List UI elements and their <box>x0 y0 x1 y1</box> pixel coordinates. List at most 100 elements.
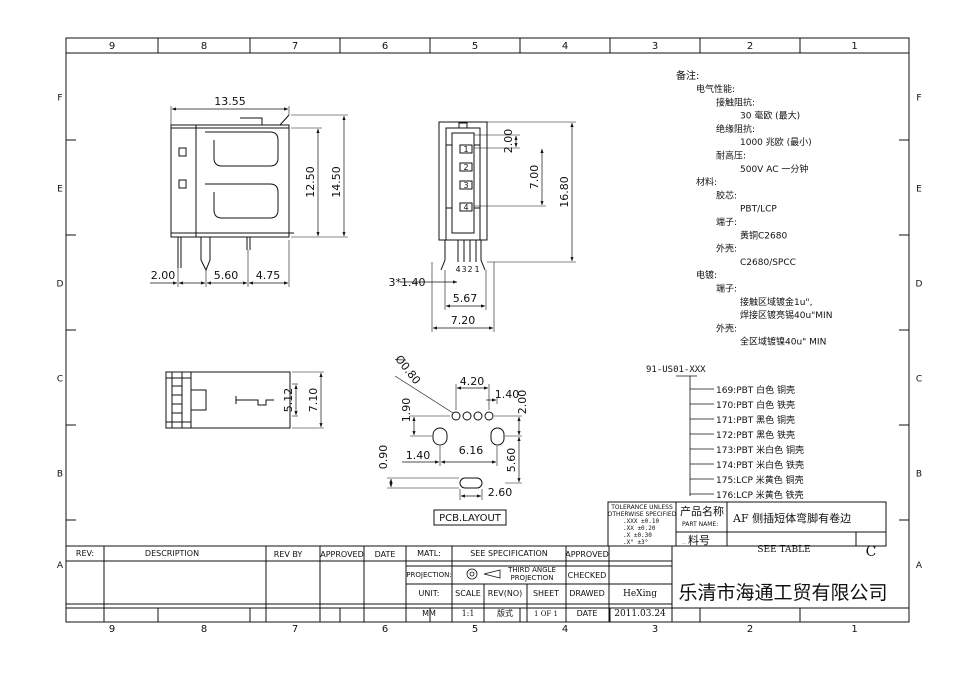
variant-item: 173:PBT 米白色 铜壳 <box>716 444 804 456</box>
note-line: 接触区域镀金1u", <box>740 296 812 308</box>
header-rev-by: REV BY <box>274 550 303 559</box>
note-line: 30 毫欧 (最大) <box>740 110 800 122</box>
note-line: 端子: <box>716 283 737 295</box>
part-no-value: SEE TABLE <box>757 545 810 555</box>
dim-pcb-140b: 1.40 <box>406 449 431 462</box>
dim-front-a: 2.00 <box>502 129 515 154</box>
dim-pcb-560: 5.60 <box>505 448 518 473</box>
note-line: 黄铜C2680 <box>740 229 787 241</box>
dim-height-outer: 14.50 <box>330 166 343 198</box>
label-sheet: SHEET <box>533 589 559 598</box>
frame-row-label-right: E <box>916 185 922 195</box>
dim-pcb-090: 0.90 <box>377 445 390 470</box>
frame-column-label-top: 5 <box>472 41 478 52</box>
header-description: DESCRIPTION <box>145 549 199 558</box>
dim-height-inner: 12.50 <box>304 166 317 198</box>
label-scale: SCALE <box>455 589 481 598</box>
note-line: 耐高压: <box>716 150 746 162</box>
notes-block: 备注: 电气性能:接触阻抗:30 毫欧 (最大)绝缘阻抗:1000 兆欧 (最小… <box>676 69 832 348</box>
drawed-value: HeXing <box>623 589 657 599</box>
pin-bottom-label-4: 4 <box>455 265 460 274</box>
pcb-layout-dimensions <box>389 386 521 498</box>
header-date: DATE <box>375 550 396 559</box>
label-projection: PROJECTION: <box>406 571 451 579</box>
note-line: 电镀: <box>696 269 717 281</box>
pin-label-3: 3 <box>463 181 468 190</box>
side-view-drawing <box>170 106 348 287</box>
note-line: 1000 兆欧 (最小) <box>740 136 812 148</box>
frame-grid-ticks <box>66 38 909 622</box>
frame-row-label-right: D <box>916 280 923 290</box>
frame-column-label-top: 9 <box>109 41 115 52</box>
variant-item: 174:PBT 米白色 铁壳 <box>716 459 804 471</box>
dim-pins-pitch: 3*1.40 <box>389 276 426 289</box>
scale-value: 1:1 <box>462 609 475 618</box>
dim-bottom-h2: 7.10 <box>307 388 320 413</box>
sheet-value: 1 OF 1 <box>534 610 558 618</box>
note-line: 电气性能: <box>696 83 735 95</box>
projection-value-1: THIRD ANGLE <box>507 566 556 574</box>
frame-row-label-left: F <box>57 94 62 104</box>
dim-pcb-616: 6.16 <box>459 444 484 457</box>
dim-width-top: 13.55 <box>214 95 246 108</box>
pcb-layout-label: PCB.LAYOUT <box>439 513 502 524</box>
part-name-en: PART NAME: <box>682 521 718 528</box>
dim-pcb-140a: 1.40 <box>495 388 520 401</box>
pin-bottom-label-2: 2 <box>467 265 472 274</box>
label-drawed: DRAWED <box>569 589 605 598</box>
dim-pcb-260: 2.60 <box>488 486 513 499</box>
frame-row-label-left: C <box>57 375 63 385</box>
dim-front-w2: 7.20 <box>451 314 476 327</box>
tolerance-line-2: .XX ±0.20 <box>623 525 656 532</box>
pin-bottom-label-1: 1 <box>474 265 479 274</box>
frame-column-label-bottom: 8 <box>201 624 207 635</box>
variant-item: 175:LCP 米黄色 铜壳 <box>716 474 804 486</box>
frame-column-label-top: 7 <box>292 41 298 52</box>
dim-pin-b: 5.60 <box>214 269 239 282</box>
frame-column-label-bottom: 4 <box>562 624 568 635</box>
frame-column-label-top: 3 <box>652 41 658 52</box>
frame-row-label-right: C <box>916 375 922 385</box>
note-line: 材料: <box>696 176 717 188</box>
pcb-layout-label-box <box>433 509 507 526</box>
part-name-cn: 产品名称 <box>680 504 724 518</box>
part-no-cn: 料号 <box>688 533 710 547</box>
tolerance-line-1: .XXX ±0.10 <box>623 518 660 525</box>
front-view-drawing <box>431 121 576 332</box>
projection-symbol <box>466 568 501 580</box>
unit-value: MM <box>422 609 436 618</box>
frame-column-label-bottom: 2 <box>747 624 753 635</box>
pin-bottom-label-3: 3 <box>461 265 466 274</box>
label-date-2: DATE <box>577 609 598 618</box>
label-approved-2: APPROVED <box>565 550 609 559</box>
frame-column-label-top: 4 <box>562 41 568 52</box>
date-value: 2011.03.24 <box>614 609 666 619</box>
frame-column-label-bottom: 3 <box>652 624 658 635</box>
pcb-layout-drawing <box>387 375 522 500</box>
pin-label-1: 1 <box>463 145 468 154</box>
frame-column-label-top: 2 <box>747 41 753 52</box>
frame-row-label-right: A <box>916 561 923 571</box>
title-block <box>66 501 887 623</box>
note-line: PBT/LCP <box>740 205 777 215</box>
dim-pcb-190: 1.90 <box>400 398 413 423</box>
dim-front-b: 7.00 <box>528 165 541 190</box>
frame-column-label-bottom: 9 <box>109 624 115 635</box>
tolerance-title-1: TOLERANCE UNLESS <box>610 504 673 511</box>
dim-pin-c: 4.75 <box>256 269 281 282</box>
dim-pin-a: 2.00 <box>151 269 176 282</box>
variant-item: 169:PBT 白色 铜壳 <box>716 384 795 396</box>
side-view-dimensions <box>150 107 346 285</box>
note-line: 全区域镀镍40u" MIN <box>740 336 826 348</box>
note-line: 外壳: <box>716 243 737 255</box>
variant-item: 170:PBT 白色 铁壳 <box>716 399 795 411</box>
variant-item: 172:PBT 黑色 铁壳 <box>716 429 795 441</box>
tolerance-title-2: OTHERWISE SPECIFIED <box>608 511 677 518</box>
note-line: C2680/SPCC <box>740 258 796 268</box>
dim-front-height: 16.80 <box>558 176 571 208</box>
frame-row-label-left: E <box>57 185 63 195</box>
frame-row-label-right: B <box>916 470 922 480</box>
